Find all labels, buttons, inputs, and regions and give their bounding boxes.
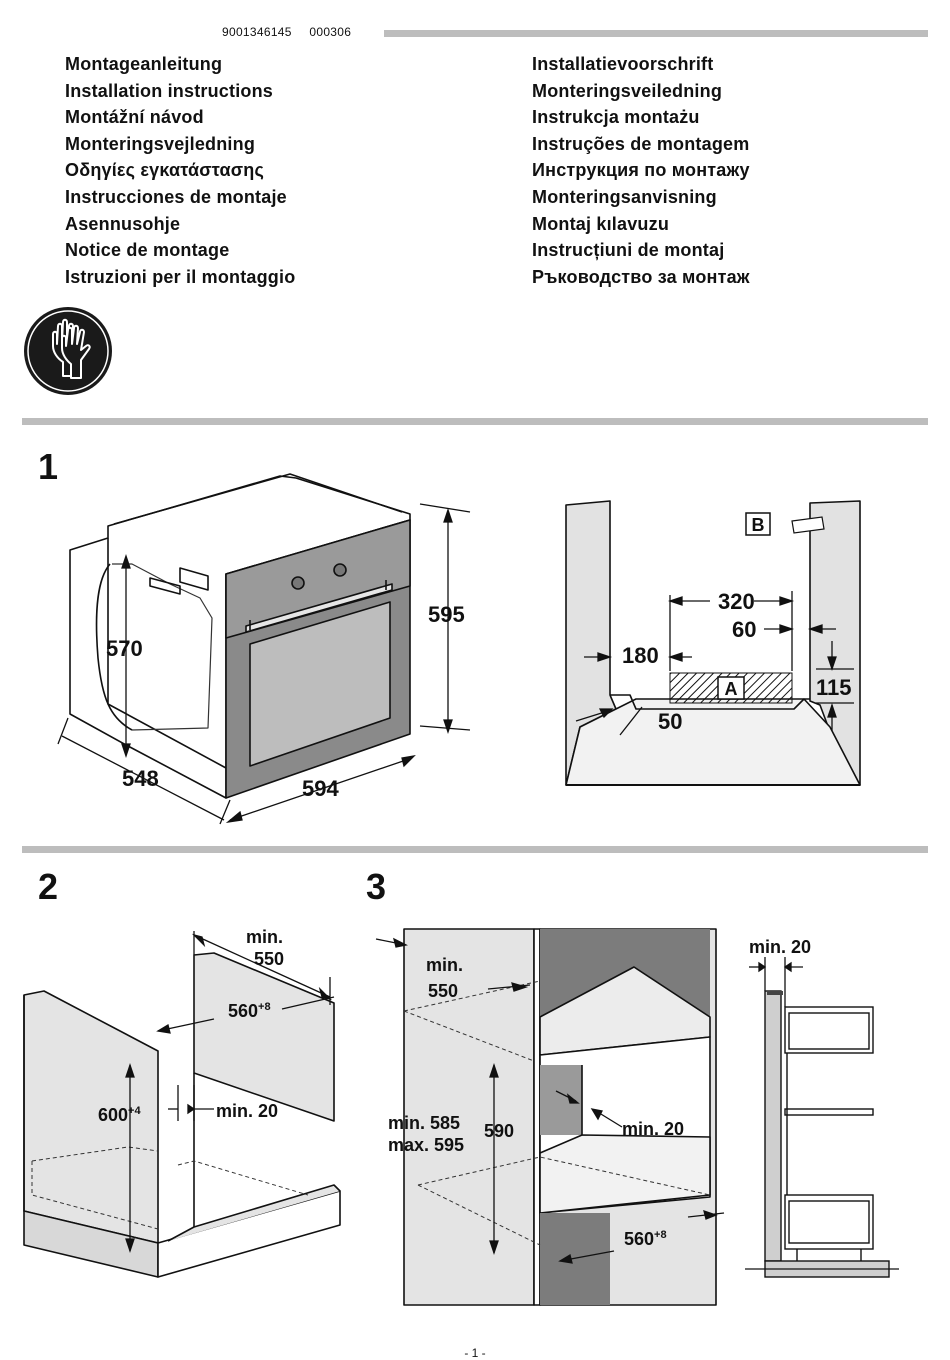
- title-da: Monteringsvejledning: [65, 133, 256, 154]
- section-divider-1: [22, 418, 928, 425]
- title-sv: Monteringsanvisning: [532, 186, 717, 207]
- dim-320: 320: [718, 589, 755, 614]
- dim-min-label: min.: [426, 955, 463, 975]
- title-fi: Asennusohje: [65, 213, 181, 234]
- doc-number: 9001346145: [222, 25, 292, 39]
- step-number-1: 1: [38, 446, 59, 487]
- dim-590: 590: [484, 1121, 514, 1141]
- dim-548: 548: [122, 766, 159, 791]
- doc-code: 000306: [309, 25, 352, 39]
- dim-560: 560+8: [228, 1001, 271, 1021]
- undercounter-installation-figure: min. 550 560+8 600+4 min. 20: [23, 927, 341, 1278]
- step-number-2: 2: [38, 866, 59, 907]
- dim-550: 550: [428, 981, 458, 1001]
- titles-right-column: Installatievoorschrift Monteringsveiledn…: [532, 51, 750, 290]
- tall-cabinet-installation-figure: min. 550 min. 585 max. 595 590 min. 20 5…: [375, 928, 725, 1306]
- dim-560: 560+8: [624, 1229, 667, 1249]
- header-rule: [384, 30, 928, 37]
- dim-max-595: max. 595: [388, 1135, 464, 1155]
- dim-min-20: min. 20: [622, 1119, 684, 1139]
- dim-50: 50: [658, 709, 682, 734]
- dim-min-label: min.: [246, 927, 283, 947]
- title-nl: Installatievoorschrift: [532, 54, 714, 74]
- title-de: Montageanleitung: [65, 54, 223, 74]
- title-it: Istruzioni per il montaggio: [65, 266, 296, 287]
- title-bg: Ръководство за монтаж: [532, 266, 750, 287]
- title-ru: Инструкция по монтажу: [532, 160, 750, 181]
- page-number: - 1 -: [464, 1346, 486, 1360]
- title-ro: Instrucțiuni de montaj: [532, 240, 725, 261]
- title-fr: Notice de montage: [65, 240, 230, 261]
- dim-60: 60: [732, 617, 756, 642]
- title-en: Installation instructions: [65, 80, 274, 101]
- dim-595: 595: [428, 602, 465, 627]
- label-a: A: [725, 679, 738, 699]
- dim-570: 570: [106, 636, 143, 661]
- title-pt: Instruções de montagem: [532, 133, 750, 154]
- dim-min-20: min. 20: [216, 1101, 278, 1121]
- title-es: Instrucciones de montaje: [65, 186, 287, 207]
- cabinet-cutout-figure: A B 320 60 180 115 50: [565, 500, 861, 786]
- protective-gloves-icon: [24, 307, 112, 395]
- dim-550: 550: [254, 949, 284, 969]
- dim-180: 180: [622, 643, 659, 668]
- oven-dimensions-figure: 595 570 548 594: [57, 473, 471, 825]
- title-cs: Montážní návod: [65, 107, 204, 128]
- document-code: 9001346145 000306: [222, 25, 365, 39]
- section-divider-2: [22, 846, 928, 853]
- dim-115: 115: [816, 675, 852, 700]
- title-tr: Montaj kılavuzu: [532, 213, 670, 234]
- dim-600: 600+4: [98, 1105, 141, 1125]
- dim-594: 594: [302, 776, 339, 801]
- title-el: Οδηγίες εγκατάστασης: [65, 160, 265, 181]
- title-pl: Instrukcja montażu: [532, 107, 700, 128]
- side-view-clearance-figure: min. 20: [745, 937, 899, 1278]
- titles-left-column: Montageanleitung Installation instructio…: [65, 51, 295, 290]
- title-no: Monteringsveiledning: [532, 80, 723, 101]
- dim-min-20-side: min. 20: [749, 937, 811, 957]
- dim-min-585: min. 585: [388, 1113, 460, 1133]
- label-b: B: [752, 515, 765, 535]
- step-number-3: 3: [366, 866, 387, 907]
